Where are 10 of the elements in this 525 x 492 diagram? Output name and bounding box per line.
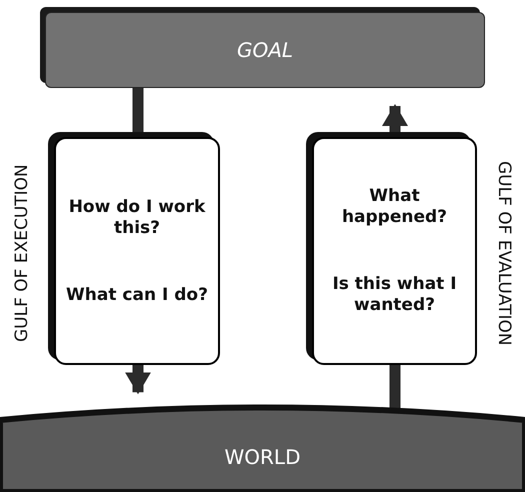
gulf-label: GULF OF EVALUATION — [493, 160, 515, 348]
gulf-label: GULF OF EXECUTION — [11, 163, 33, 344]
question-text: How do I work this? — [68, 196, 206, 238]
goal-label: GOAL — [236, 37, 294, 64]
arrow — [125, 365, 151, 394]
world-label: WORLD — [224, 444, 300, 470]
question-text: What happened? — [340, 186, 448, 228]
ground-shape — [0, 403, 525, 492]
question-text: What can I do? — [66, 284, 208, 306]
question-text: Is this what I wanted? — [331, 274, 458, 316]
